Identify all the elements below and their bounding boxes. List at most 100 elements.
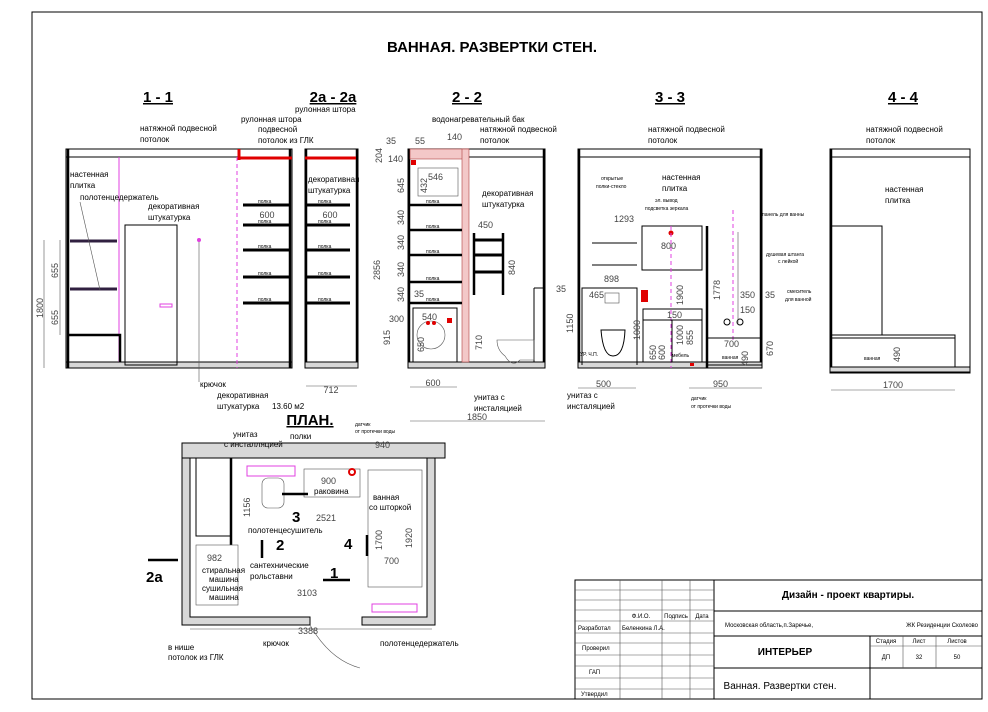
dim: 855 xyxy=(685,330,695,345)
note-mixer: смеситель xyxy=(787,289,812,295)
dim: 650 xyxy=(648,345,658,360)
note-hook: крючок xyxy=(200,380,226,389)
developer-name: Беленкина Л.А. xyxy=(622,626,665,632)
dim: 150 xyxy=(740,305,755,315)
note-bath: со шторкой xyxy=(369,503,411,512)
note-tile: плитка xyxy=(885,196,911,205)
shelf-label: полка xyxy=(426,199,440,205)
note-shower-bar: душевая штанга xyxy=(766,252,804,258)
note-leak-sensor: датчик xyxy=(691,396,707,402)
dim: 840 xyxy=(507,260,517,275)
note-niche: в нише xyxy=(168,643,195,652)
dim: 700 xyxy=(384,556,399,566)
note-toilet: инсталяцией xyxy=(567,402,615,411)
shelf-label: полка xyxy=(318,244,332,250)
note-leak-sensor: датчик xyxy=(355,422,371,428)
role-approved: Утвердил xyxy=(581,692,608,698)
sheet-value: 32 xyxy=(916,655,923,661)
section-label-3-3: 3 - 3 xyxy=(655,89,685,106)
shelf-label: полка xyxy=(258,297,272,303)
note-toilet: унитаз с xyxy=(474,393,505,402)
note-washing-machine: машина xyxy=(209,575,239,584)
dim: 645 xyxy=(396,178,406,193)
note-mixer: для ванной xyxy=(785,296,812,303)
note-roller-shutters: рольставни xyxy=(250,572,293,581)
toilet xyxy=(496,339,535,364)
dim-600: 600 xyxy=(259,210,274,220)
note-toilet: унитаз с xyxy=(567,391,598,400)
dim: 700 xyxy=(724,339,739,349)
elevation-4-4: 4 - 4 натяжной подвесной потолок настенн… xyxy=(829,89,971,391)
dim: 1778 xyxy=(712,280,722,300)
note-tile: настенная xyxy=(885,185,924,194)
mirror xyxy=(641,225,703,271)
dim: 1293 xyxy=(614,214,634,224)
door xyxy=(124,224,178,366)
note-plaster: штукатурка xyxy=(148,213,191,222)
elevation-2-2: 2 - 2 полка полка полка полка полка водо… xyxy=(372,89,557,422)
plan-title: ПЛАН. xyxy=(286,412,333,429)
shelf-label: полка xyxy=(258,199,272,205)
dim: 1920 xyxy=(404,528,414,548)
note-ceiling: потолок xyxy=(140,135,170,144)
section-marker-2a: 2а xyxy=(146,569,163,586)
toilet-installation xyxy=(581,287,638,365)
dim: 3388 xyxy=(298,626,318,636)
dim: 350 xyxy=(740,290,755,300)
shelf-label: полка xyxy=(258,271,272,277)
note-ceiling: потолок xyxy=(866,136,896,145)
dim-1800: 1800 xyxy=(35,298,45,318)
note-ceiling: натяжной подвесной xyxy=(480,125,557,134)
role-developed: Разработал xyxy=(578,626,611,632)
project-complex: ЖК Резиденции Сколково xyxy=(906,623,979,629)
note-leak-sensor: от протечки воды xyxy=(355,429,396,435)
note-dryer: машина xyxy=(209,593,239,602)
dim-600: 600 xyxy=(322,210,337,220)
dim: 800 xyxy=(661,241,676,251)
note-plaster: декоративная xyxy=(148,202,199,211)
elevation-1-1: 1 - 1 полка полка полка полка полка 600 … xyxy=(35,89,314,411)
title-block: Дизайн - проект квартиры. Московская обл… xyxy=(574,579,983,700)
dim: 340 xyxy=(396,287,406,302)
note-gkl-ceiling: потолок из ГЛК xyxy=(258,136,314,145)
note-shelves: полки xyxy=(290,432,311,441)
note-toilet: унитаз xyxy=(233,430,258,439)
shelf-label: полка xyxy=(426,276,440,282)
note-floor-level: УР. Ч.П. xyxy=(580,352,598,358)
header-sheets: Листов xyxy=(947,639,967,645)
sheet-title: ВАННАЯ. РАЗВЕРТКИ СТЕН. xyxy=(387,39,597,56)
dim: 600 xyxy=(425,378,440,388)
sheet-frame xyxy=(31,11,983,700)
role-checked: Проверил xyxy=(582,646,610,652)
shelf-label: полка xyxy=(426,249,440,255)
dim: 340 xyxy=(396,262,406,277)
note-ceiling: натяжной подвесной xyxy=(140,124,217,133)
section-label-2-2: 2 - 2 xyxy=(452,89,482,106)
note-ceiling: натяжной подвесной xyxy=(866,125,943,134)
shelf-label: полка xyxy=(318,297,332,303)
elevation-2a-2a: 2а - 2а рулонная штора полка полка полка… xyxy=(295,89,359,395)
note-ceiling: потолок xyxy=(648,136,678,145)
dim: 490 xyxy=(892,347,902,362)
washing-machine xyxy=(412,307,458,363)
dim: 546 xyxy=(428,172,443,182)
stage-value: ДП xyxy=(882,655,890,661)
header-stage: Стадия xyxy=(876,639,896,645)
dim: 1700 xyxy=(883,380,903,390)
dim: 940 xyxy=(375,440,390,450)
dim-712: 712 xyxy=(323,385,338,395)
project-address: Московская область,п.Заречье, xyxy=(725,623,813,629)
note-roller-shutters: сантехнические xyxy=(250,561,309,570)
toilet xyxy=(600,329,626,357)
note-ceiling: натяжной подвесной xyxy=(648,125,725,134)
dim: 35 xyxy=(765,290,775,300)
dim: 1156 xyxy=(242,498,252,517)
dim: 2856 xyxy=(372,260,382,280)
dim: 950 xyxy=(713,379,728,389)
section-name: ИНТЕРЬЕР xyxy=(758,647,813,658)
header-fio: Ф.И.О. xyxy=(632,614,651,620)
floor-plan: ПЛАН. унитаз с инсталляцией полки датчик… xyxy=(146,412,459,669)
section-label-4-4: 4 - 4 xyxy=(888,89,919,106)
shelf-label: полка xyxy=(258,219,272,225)
